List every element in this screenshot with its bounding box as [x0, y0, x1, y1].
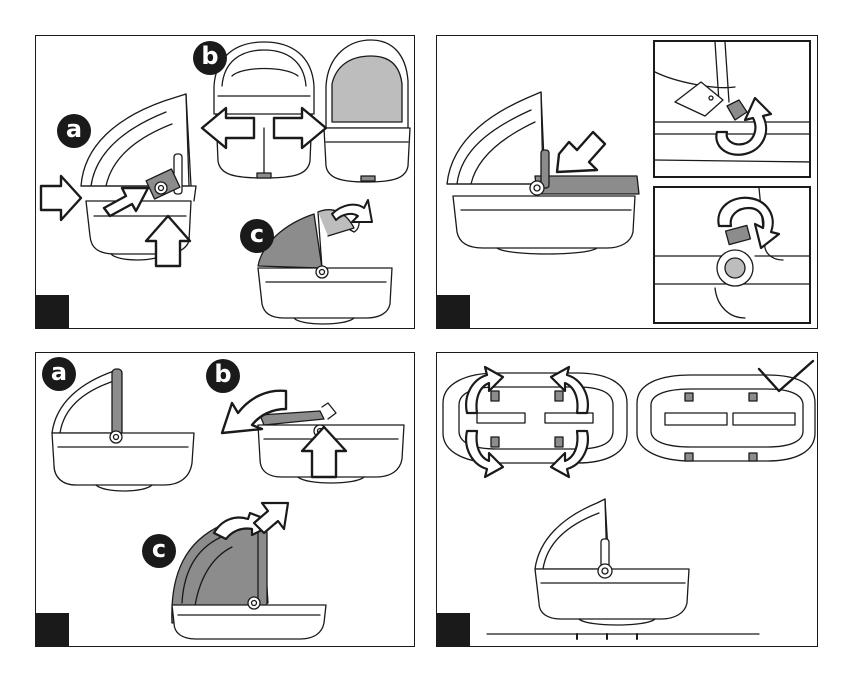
- carrycot-side-view: [447, 92, 639, 254]
- arrow-down-diagonal-icon: [557, 132, 605, 172]
- step-label-b: b: [193, 41, 227, 75]
- detail-inset-top: [653, 40, 811, 178]
- panel-1: a b c: [35, 35, 415, 329]
- step-label-c: c: [142, 534, 176, 568]
- panel-3: a b c: [35, 352, 415, 647]
- panel-2: [436, 35, 818, 329]
- arrow-right-icon: [41, 176, 81, 220]
- panel-1-illustration: [36, 36, 416, 330]
- carrycot-canopy-folding: [258, 210, 392, 324]
- carrycot-angled-view: [324, 40, 410, 182]
- carrycot-bottom-view-locked: [637, 375, 815, 461]
- step-number-box: [437, 295, 470, 328]
- step-number-box: [437, 613, 470, 646]
- step-label-a: a: [42, 357, 76, 391]
- carrycot-canopy-raised: [172, 523, 326, 639]
- step-label-c: c: [240, 219, 274, 253]
- panel-4-illustration: [437, 353, 819, 648]
- step-label-b: b: [206, 359, 240, 393]
- panel-3-illustration: [36, 353, 416, 648]
- arrow-up-right-icon: [254, 503, 288, 533]
- step-label-a: a: [57, 114, 91, 148]
- step-number-box: [36, 613, 69, 646]
- carrycot-side-view: [52, 369, 194, 491]
- detail-inset-bottom: [653, 186, 811, 324]
- step-number-box: [36, 295, 69, 328]
- carrycot-front-view: [214, 42, 314, 178]
- curved-arrow-icon: [332, 200, 372, 222]
- panel-4: [436, 352, 818, 647]
- carrycot-side-view: [535, 499, 689, 625]
